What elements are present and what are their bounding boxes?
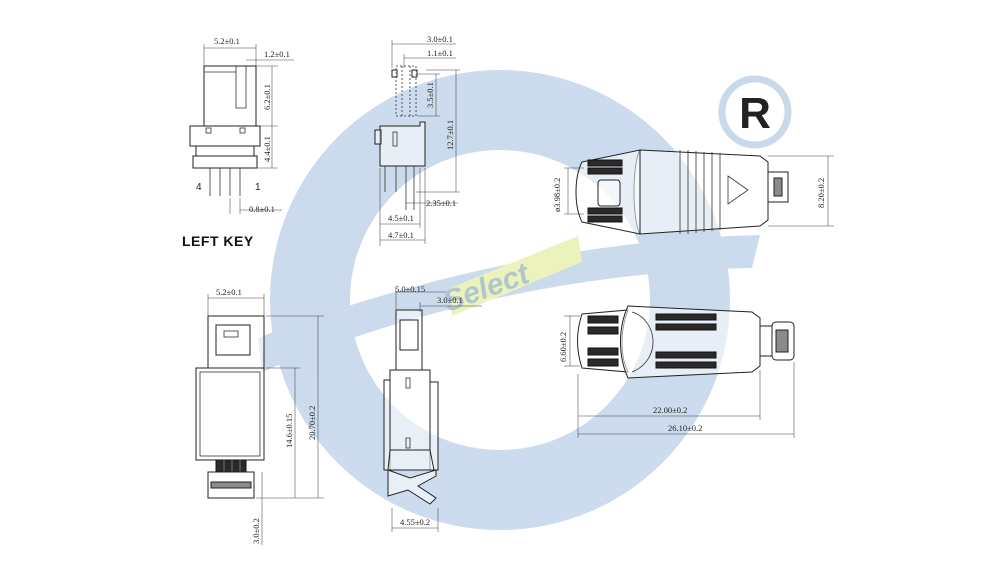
registered-letter: R: [739, 89, 771, 138]
dim-top-left-lower-height: 4.4±0.1: [262, 136, 272, 162]
dim-bottom-left-body-height: 14.6±0.15: [284, 414, 294, 448]
dim-top-left-pin-pitch: 0.8±0.1: [249, 204, 275, 214]
left-key-title: LEFT KEY: [182, 233, 254, 249]
watermark-text: Select: [439, 257, 535, 319]
dim-bottom-middle-top: 5.0±0.15: [395, 284, 425, 294]
watermark-accent-bar: [450, 236, 582, 316]
pin-label-left: 4: [196, 182, 202, 193]
dim-top-middle-base-2: 4.7±0.1: [388, 230, 414, 240]
dim-bottom-middle-sub: 3.0±0.1: [437, 295, 463, 305]
dim-bottom-left-tip-height: 3.0±0.2: [251, 518, 261, 544]
dim-top-middle-total-height: 12.7±0.1: [445, 120, 455, 150]
dim-top-middle-sub: 1.1±0.1: [427, 48, 453, 58]
dim-top-middle-pin-offset: 2.35±0.1: [426, 198, 456, 208]
dim-bottom-right-height: 6.60±0.2: [558, 332, 568, 362]
watermark-swoosh: [258, 235, 760, 372]
dim-bottom-left-total-height: 20.70±0.2: [307, 406, 317, 440]
dim-bottom-left-width: 5.2±0.1: [216, 287, 242, 297]
dim-top-middle-top: 3.0±0.1: [427, 34, 453, 44]
dim-top-left-width: 5.2±0.1: [214, 36, 240, 46]
dim-top-middle-base-1: 4.5±0.1: [388, 213, 414, 223]
bottom-left-front-view: 5.2±0.1 20.70±0.2 14.6±0.15 3.0±0.2: [195, 287, 324, 545]
watermark-logo: Select: [258, 70, 760, 530]
dim-top-left-upper-height: 6.2±0.1: [262, 84, 272, 110]
top-middle-side-view: 3.0±0.1 1.1±0.1 3.5±0.1 12.7±0.1 2.35±0.…: [374, 34, 460, 246]
bottom-middle-side-view: 5.0±0.15 3.0±0.1 4.55±0.2: [383, 284, 482, 532]
bottom-right-plug-top: 6.60±0.2 22.00±0.2 26.10±0.2: [558, 305, 795, 438]
dim-top-left-notch: 1.2±0.1: [264, 49, 290, 59]
top-left-front-view: 4 1 5.2±0.1 1.2±0.1 6.2±0.1 4.4±0.1 0.8±…: [182, 36, 294, 249]
pin-label-right: 1: [255, 182, 261, 193]
dim-bottom-middle-bottom: 4.55±0.2: [400, 517, 430, 527]
registered-icon: R: [718, 75, 792, 149]
dim-top-right-diameter: ø3.98±0.2: [552, 178, 562, 212]
dim-top-right-height: 8.20±0.2: [816, 178, 826, 208]
dim-bottom-right-length-2: 26.10±0.2: [668, 423, 702, 433]
top-right-plug-side: ø3.98±0.2 8.20±0.2: [552, 149, 834, 235]
dim-top-middle-tab-height: 3.5±0.1: [425, 82, 435, 108]
dim-bottom-right-length-1: 22.00±0.2: [653, 405, 687, 415]
